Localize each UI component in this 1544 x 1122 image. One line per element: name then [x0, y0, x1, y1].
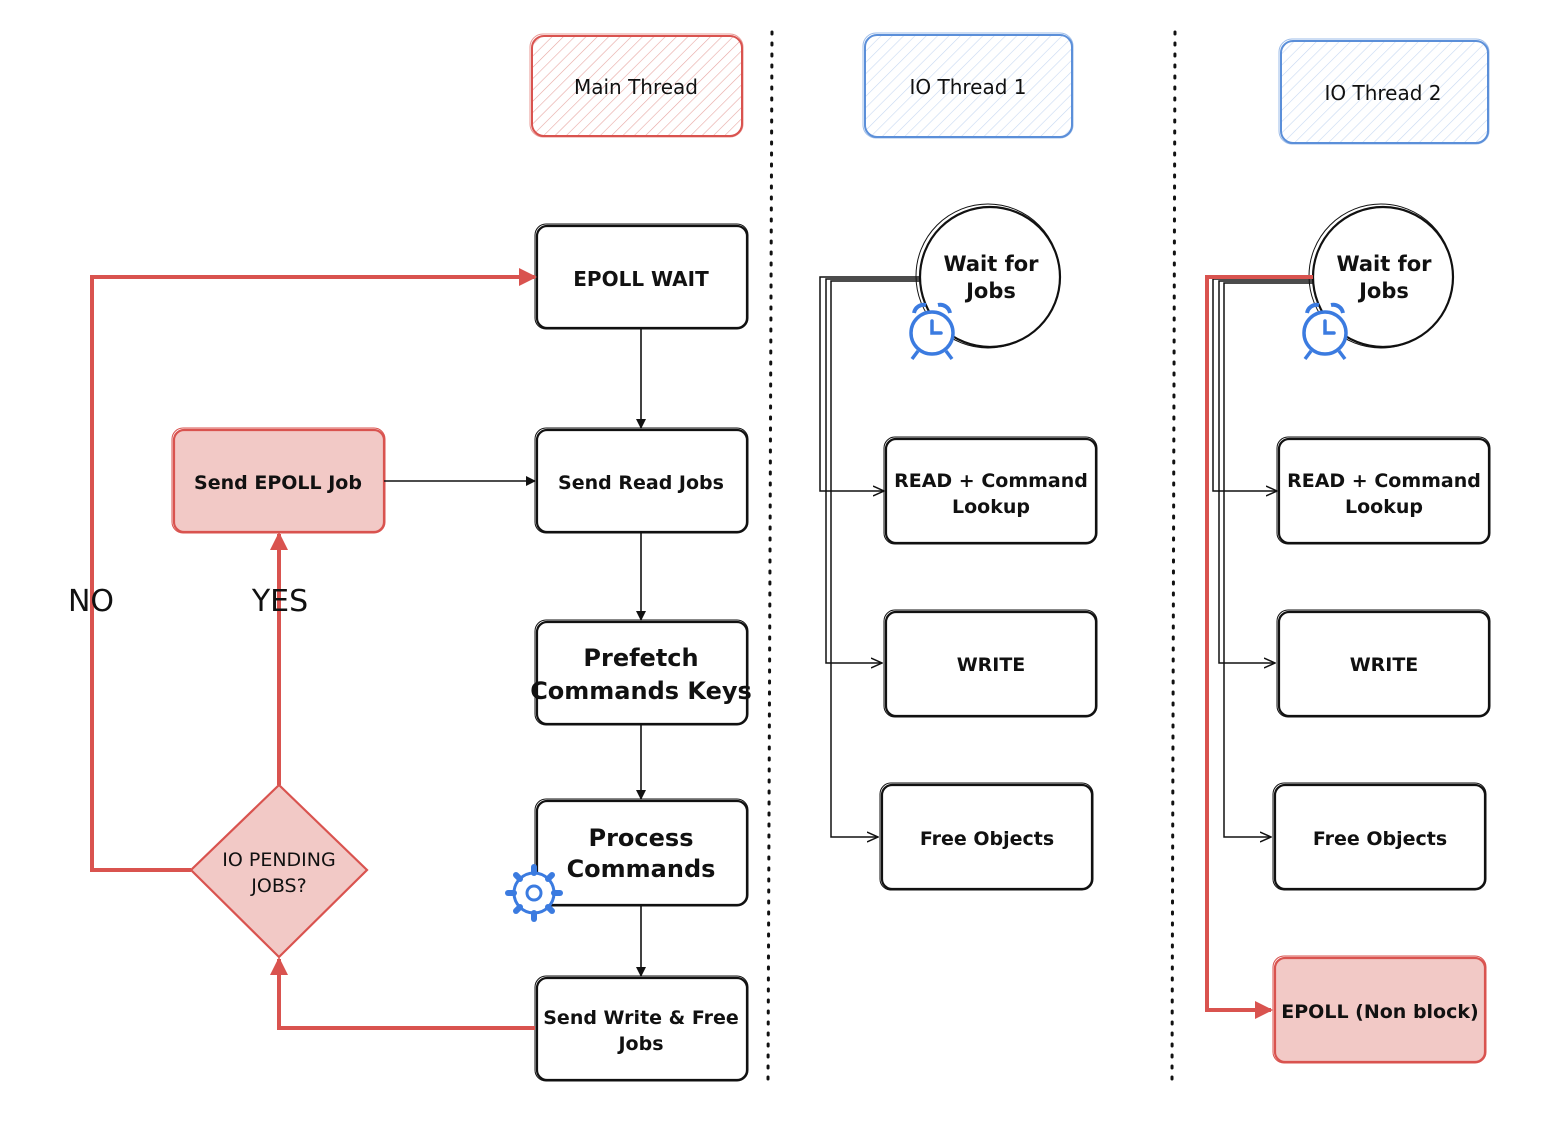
header-main-label: Main Thread	[574, 75, 698, 99]
node-prefetch-commands-keys: Prefetch Commands Keys	[530, 619, 752, 726]
arrow-send-write-to-decision	[270, 957, 535, 1030]
arrow-decision-no	[90, 268, 537, 872]
node-send-read-jobs: Send Read Jobs	[534, 427, 749, 534]
decision-io-pending-jobs: IO PENDING JOBS?	[189, 783, 369, 959]
io1-write-label: WRITE	[957, 654, 1026, 676]
node-send-write-free-jobs: Send Write & Free Jobs	[534, 975, 749, 1082]
node-io1-read-command-lookup: READ + Command Lookup	[883, 436, 1098, 545]
node-io2-write: WRITE	[1276, 609, 1491, 718]
node-io2-wait-for-jobs: Wait for Jobs	[1308, 203, 1455, 349]
arrow-io2-wait-to-epoll	[1205, 275, 1313, 1019]
label-no: NO	[68, 584, 114, 619]
io1-wait-line2: Jobs	[964, 279, 1016, 303]
epoll-wait-label: EPOLL WAIT	[573, 267, 709, 291]
node-io2-epoll-non-block: EPOLL (Non block)	[1272, 955, 1487, 1064]
header-io-thread-2: IO Thread 2	[1278, 38, 1490, 145]
alarm-clock-icon	[1302, 302, 1348, 361]
node-send-epoll-job: Send EPOLL Job	[171, 427, 386, 534]
lane-separator-2	[1170, 30, 1177, 1084]
prefetch-line2: Commands Keys	[530, 677, 752, 705]
label-yes: YES	[251, 584, 308, 619]
node-io1-free-objects: Free Objects	[879, 782, 1094, 891]
io1-connectors	[819, 276, 920, 837]
decision-line1: IO PENDING	[222, 849, 335, 871]
io2-connectors	[1212, 278, 1313, 837]
node-io1-write: WRITE	[883, 609, 1098, 718]
io2-wait-line2: Jobs	[1357, 279, 1409, 303]
node-io2-read-command-lookup: READ + Command Lookup	[1276, 436, 1491, 545]
process-line2: Commands	[567, 855, 716, 883]
node-io2-free-objects: Free Objects	[1272, 782, 1487, 891]
io1-free-label: Free Objects	[920, 828, 1054, 850]
alarm-clock-icon	[909, 302, 955, 361]
send-read-jobs-label: Send Read Jobs	[558, 472, 724, 494]
process-line1: Process	[589, 824, 694, 852]
io2-read-line2: Lookup	[1345, 496, 1423, 518]
send-write-line1: Send Write & Free	[543, 1007, 739, 1029]
io2-epoll-label: EPOLL (Non block)	[1281, 1001, 1478, 1023]
header-main-thread: Main Thread	[529, 33, 744, 138]
io1-read-line2: Lookup	[952, 496, 1030, 518]
lane-separator-1	[766, 30, 774, 1084]
header-io-thread-1: IO Thread 1	[862, 32, 1074, 139]
node-epoll-wait: EPOLL WAIT	[534, 223, 749, 330]
gear-icon	[505, 864, 563, 922]
io2-read-line1: READ + Command	[1287, 470, 1481, 492]
send-epoll-job-label: Send EPOLL Job	[194, 472, 362, 494]
send-write-line2: Jobs	[616, 1033, 663, 1055]
header-io2-label: IO Thread 2	[1324, 81, 1441, 105]
io1-read-line1: READ + Command	[894, 470, 1088, 492]
prefetch-line1: Prefetch	[583, 644, 698, 672]
io2-wait-line1: Wait for	[1336, 252, 1432, 276]
io2-free-label: Free Objects	[1313, 828, 1447, 850]
io1-wait-line1: Wait for	[943, 252, 1039, 276]
node-process-commands: Process Commands	[534, 798, 749, 907]
decision-line2: JOBS?	[250, 875, 306, 897]
header-io1-label: IO Thread 1	[909, 75, 1026, 99]
io2-write-label: WRITE	[1350, 654, 1419, 676]
